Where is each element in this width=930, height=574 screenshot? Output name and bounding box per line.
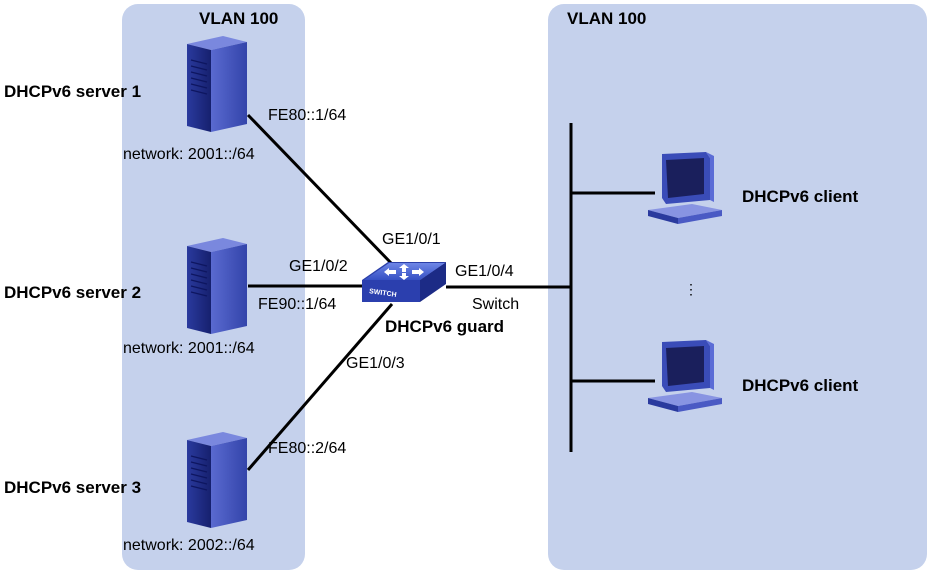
server-2-address: FE90::1/64 <box>258 296 337 313</box>
links <box>246 113 655 471</box>
computer-icon <box>648 340 722 412</box>
link-server3-switch <box>246 303 394 471</box>
server-3-name: DHCPv6 server 3 <box>4 478 142 497</box>
vlan-left-label: VLAN 100 <box>199 9 279 28</box>
port-label-ge1-0-1: GE1/0/1 <box>382 231 441 248</box>
client-ellipsis: ⋮ <box>684 281 698 297</box>
computer-icon <box>648 152 722 224</box>
port-label-ge1-0-3: GE1/0/3 <box>346 355 405 372</box>
server-3-address: FE80::2/64 <box>268 440 347 457</box>
server-3-network: network: 2002::/64 <box>123 537 255 554</box>
port-label-ge1-0-4: GE1/0/4 <box>455 263 514 280</box>
vlan-right-label: VLAN 100 <box>567 9 647 28</box>
server-1-network: network: 2001::/64 <box>123 146 255 163</box>
vlan-right-region <box>548 4 927 570</box>
server-1-name: DHCPv6 server 1 <box>4 82 142 101</box>
switch-label: Switch <box>472 296 520 313</box>
link-server1-switch <box>246 113 394 266</box>
client-1-name: DHCPv6 client <box>742 187 859 206</box>
server-icon <box>187 36 247 132</box>
port-label-ge1-0-2: GE1/0/2 <box>289 258 348 275</box>
client-2-name: DHCPv6 client <box>742 376 859 395</box>
server-icon <box>187 432 247 528</box>
switch-role-label: DHCPv6 guard <box>385 317 505 336</box>
server-icon <box>187 238 247 334</box>
switch-icon <box>362 262 446 302</box>
server-2-network: network: 2001::/64 <box>123 340 255 357</box>
server-1-address: FE80::1/64 <box>268 107 347 124</box>
server-2-name: DHCPv6 server 2 <box>4 283 142 302</box>
